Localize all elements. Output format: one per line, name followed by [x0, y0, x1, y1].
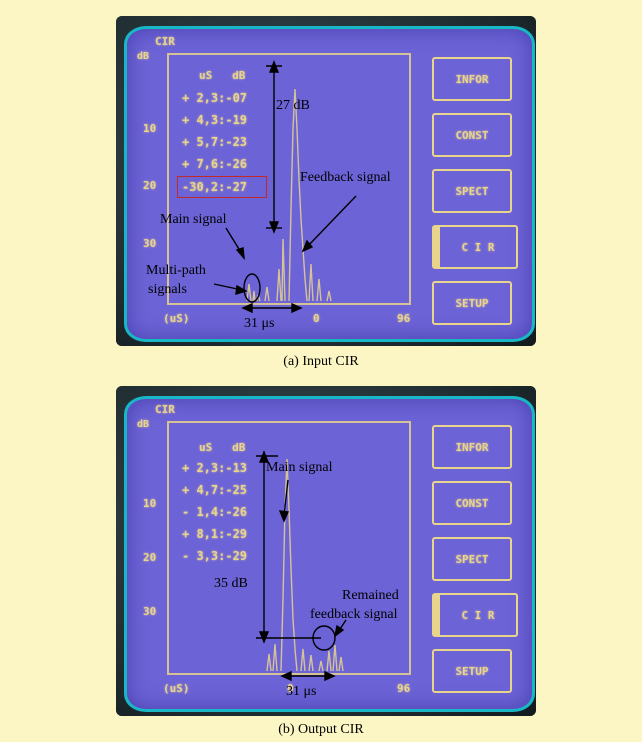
screen-title: CIR — [155, 35, 175, 48]
remained-label-2: feedback signal — [310, 607, 398, 622]
menu-button-infor: INFOR — [432, 425, 512, 469]
menu-button-spect: SPECT — [432, 537, 512, 581]
db-unit-label: dB — [137, 419, 150, 430]
caption-a: (a) Input CIR — [283, 354, 359, 369]
table-row: + 7,6:-26 — [182, 157, 248, 171]
db-span-label: 35 dB — [214, 576, 248, 591]
menu-button-setup: SETUP — [432, 281, 512, 325]
annotation-arrows — [256, 450, 347, 682]
plot-area — [167, 53, 411, 305]
table-header: uS dB — [199, 441, 246, 454]
menu-button-spect: SPECT — [432, 169, 512, 213]
annotation-arrows — [213, 60, 357, 314]
table-row: + 2,3:-13 — [182, 461, 248, 475]
menu-button-const: CONST — [432, 481, 512, 525]
table-row: + 4,3:-19 — [182, 113, 248, 127]
screen-title: CIR — [155, 403, 175, 416]
db-unit-label: dB — [137, 51, 150, 62]
input-cir-photo: CIR dB uS dB + 2,3:-07 + 4,3:-19 + 5,7:-… — [116, 16, 536, 346]
main-signal-label: Main signal — [266, 460, 333, 475]
menu-button-cir: C I R — [432, 225, 518, 269]
y-tick-label: 20 — [143, 179, 157, 192]
multipath-label: Multi-path — [146, 263, 206, 278]
x-max-label: 96 — [397, 312, 411, 325]
analyzer-screen: CIR dB uS dB + 2,3:-13 + 4,7:-25 - 1,4:-… — [124, 396, 535, 712]
x-unit-label: (uS) — [163, 682, 190, 695]
highlight-box — [177, 176, 267, 198]
analyzer-screen: CIR dB uS dB + 2,3:-07 + 4,3:-19 + 5,7:-… — [124, 26, 535, 342]
table-row: + 8,1:-29 — [182, 527, 248, 541]
table-header: uS dB — [199, 69, 246, 82]
table-row-highlighted: -30,2:-27 — [182, 180, 248, 194]
x-zero-label: 0 — [287, 682, 294, 695]
output-cir-photo: CIR dB uS dB + 2,3:-13 + 4,7:-25 - 1,4:-… — [116, 386, 536, 716]
main-signal-label: Main signal — [160, 212, 227, 227]
cir-waveform — [266, 458, 344, 672]
menu-button-cir: C I R — [432, 593, 518, 637]
y-tick-label: 10 — [143, 497, 157, 510]
table-row: + 5,7:-23 — [182, 135, 248, 149]
feedback-signal-label: Feedback signal — [300, 170, 391, 185]
caption-b: (b) Output CIR — [278, 722, 364, 737]
x-unit-label: (uS) — [163, 312, 190, 325]
y-tick-label: 10 — [143, 122, 157, 135]
multipath-label-2: signals — [148, 282, 187, 297]
x-max-label: 96 — [397, 682, 411, 695]
menu-button-infor: INFOR — [432, 57, 512, 101]
remained-label: Remained — [342, 588, 399, 603]
menu-button-const: CONST — [432, 113, 512, 157]
table-row: + 2,3:-07 — [182, 91, 248, 105]
table-row: - 1,4:-26 — [182, 505, 248, 519]
delay-label: 31 μs — [244, 316, 275, 331]
y-tick-label: 30 — [143, 605, 157, 618]
y-tick-label: 20 — [143, 551, 157, 564]
cir-waveform — [246, 88, 332, 302]
menu-button-setup: SETUP — [432, 649, 512, 693]
y-tick-label: 30 — [143, 237, 157, 250]
table-row: - 3,3:-29 — [182, 549, 248, 563]
db-span-label: 27 dB — [276, 98, 310, 113]
table-row: + 4,7:-25 — [182, 483, 248, 497]
x-zero-label: 0 — [313, 312, 320, 325]
delay-label: 31 μs — [286, 684, 317, 699]
